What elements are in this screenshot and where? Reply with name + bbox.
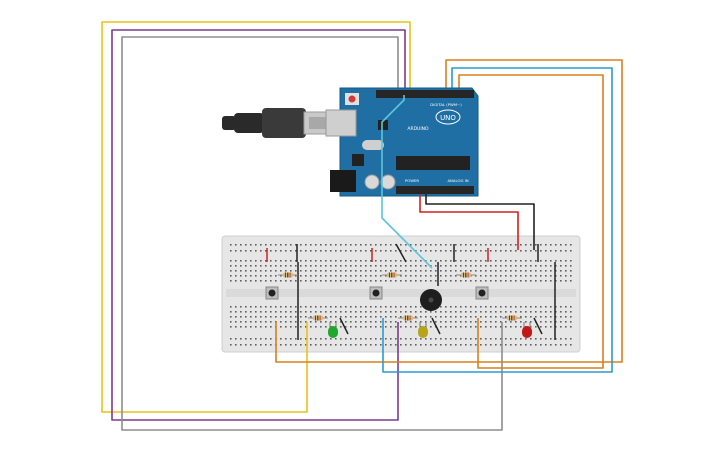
resistor-3[interactable] (456, 272, 476, 278)
pushbuttons (265, 286, 489, 300)
wire-black-gnd[interactable] (425, 194, 535, 250)
resistor-1[interactable] (278, 272, 298, 278)
resistor-2[interactable] (382, 272, 402, 278)
led-yellow[interactable] (418, 322, 428, 338)
resistor-4[interactable] (308, 315, 328, 321)
power-label: POWER (405, 178, 419, 183)
leds (328, 322, 532, 338)
wire-cyan-signal[interactable] (381, 95, 433, 269)
wire-purple[interactable] (111, 29, 406, 421)
pushbutton-1[interactable] (265, 286, 279, 300)
logo-text: UNO (440, 114, 456, 122)
pushbutton-3[interactable] (475, 286, 489, 300)
wire-orange-2[interactable] (458, 74, 604, 369)
brand-text: ARDUINO (407, 126, 429, 132)
loop-wires (101, 21, 623, 431)
arduino-uno-board[interactable]: UNO ARDUINO DIGITAL (PWM~) POWER ANALOG … (325, 87, 479, 197)
pushbutton-2[interactable] (369, 286, 383, 300)
led-red[interactable] (522, 322, 532, 338)
breadboard-jumpers (266, 243, 556, 340)
digital-label: DIGITAL (PWM~) (430, 102, 462, 107)
wire-blue[interactable] (382, 67, 613, 373)
wire-yellow[interactable] (101, 21, 411, 413)
usb-cable[interactable] (222, 108, 337, 138)
resistors (278, 272, 522, 321)
resistor-5[interactable] (398, 315, 418, 321)
wire-orange[interactable] (275, 59, 623, 363)
wire-red-5v[interactable] (419, 194, 519, 250)
short-wires (381, 95, 535, 269)
microcontroller-chip (396, 156, 470, 170)
analog-label: ANALOG IN (447, 178, 468, 183)
resistor-6[interactable] (502, 315, 522, 321)
analog-header[interactable] (396, 186, 474, 194)
uno-logo (435, 109, 461, 125)
wire-gray[interactable] (121, 36, 503, 431)
led-green[interactable] (328, 322, 338, 338)
piezo-buzzer[interactable] (420, 289, 442, 311)
usb-port[interactable] (325, 109, 357, 137)
digital-header[interactable] (376, 90, 474, 98)
power-jack[interactable] (330, 170, 356, 192)
